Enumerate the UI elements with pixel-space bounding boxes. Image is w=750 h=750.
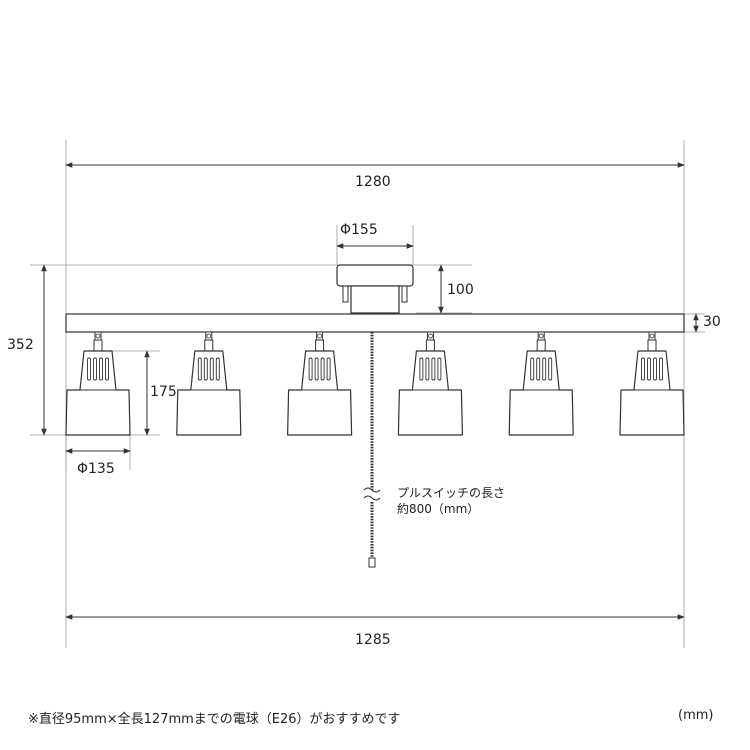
unit-label: (mm) xyxy=(678,708,714,723)
lamp-6-vent-4 xyxy=(659,357,663,381)
cord-break-mark xyxy=(363,487,381,501)
lamp-bar xyxy=(65,313,685,333)
lamp-6-neck xyxy=(647,339,657,352)
lamp-5-joint-pin xyxy=(538,333,544,339)
lamp-1-vent-1 xyxy=(87,357,91,381)
lamp-1-vent-3 xyxy=(99,357,103,381)
base-pin-right xyxy=(401,285,408,303)
label-bottom-width: 1285 xyxy=(355,632,391,648)
lamp-3-joint-pin xyxy=(317,333,323,339)
lamp-2-neck xyxy=(204,339,214,352)
lamp-3-vent-1 xyxy=(308,357,313,381)
lamp-2-vent-3 xyxy=(209,357,214,381)
lamp-4-shade xyxy=(397,350,463,436)
lamp-4-vent-2 xyxy=(425,357,430,381)
lamp-2-vent-1 xyxy=(197,357,202,381)
bulb-recommendation-note: ※直径95mm×全長127mmまでの電球（E26）がおすすめです xyxy=(28,712,401,727)
lamp-4-vent-3 xyxy=(431,357,436,381)
lamp-5-neck xyxy=(536,339,546,352)
ceiling-base xyxy=(336,264,414,287)
lamp-5-vent-4 xyxy=(548,357,553,381)
lamp-3-vent-4 xyxy=(326,357,331,381)
lamp-5-shade xyxy=(508,350,574,436)
lamp-6-joint-pin xyxy=(649,333,655,339)
lamp-5-vent-2 xyxy=(536,357,541,381)
lamp-3-vent-2 xyxy=(314,357,319,381)
lamp-1-shade xyxy=(65,350,131,436)
lamp-5-vent-3 xyxy=(542,357,547,381)
label-shade-diameter: Φ135 xyxy=(77,461,115,477)
lamp-3-shade xyxy=(287,350,353,436)
pull-switch xyxy=(368,557,376,568)
lamp-4-neck xyxy=(425,339,435,352)
label-total-height: 352 xyxy=(7,337,34,353)
lamp-3-vent-3 xyxy=(320,357,325,381)
ceiling-base-adapter xyxy=(350,285,400,314)
lamp-6-vent-1 xyxy=(641,357,645,381)
base-pin-left xyxy=(342,285,349,303)
lamp-4-vent-4 xyxy=(437,357,442,381)
lamp-1-vent-4 xyxy=(105,357,109,381)
lamp-2-joint-pin xyxy=(206,333,212,339)
lamp-5-vent-1 xyxy=(530,357,535,381)
label-top-width: 1280 xyxy=(355,174,391,190)
lamp-group xyxy=(65,331,685,436)
lamp-4-joint-pin xyxy=(427,333,433,339)
lamp-2-vent-4 xyxy=(215,357,220,381)
label-base-height: 100 xyxy=(447,282,474,298)
lamp-2-shade xyxy=(176,350,242,436)
lamp-6-vent-2 xyxy=(647,357,651,381)
lamp-6-vent-3 xyxy=(653,357,657,381)
lamp-4-vent-1 xyxy=(419,357,424,381)
lamp-2-vent-2 xyxy=(203,357,208,381)
label-bar-thickness: 30 xyxy=(703,314,721,330)
lamp-6-shade xyxy=(619,350,685,436)
cord-note-line2: 約800（mm） xyxy=(397,502,480,516)
lamp-3-neck xyxy=(315,339,325,352)
cord-note-line1: プルスイッチの長さ xyxy=(397,486,506,500)
lamp-1-joint-pin xyxy=(95,333,101,339)
label-shade-height: 175 xyxy=(150,384,177,400)
label-base-diameter: Φ155 xyxy=(340,222,378,238)
lamp-1-neck xyxy=(93,339,103,352)
lamp-1-vent-2 xyxy=(93,357,97,381)
